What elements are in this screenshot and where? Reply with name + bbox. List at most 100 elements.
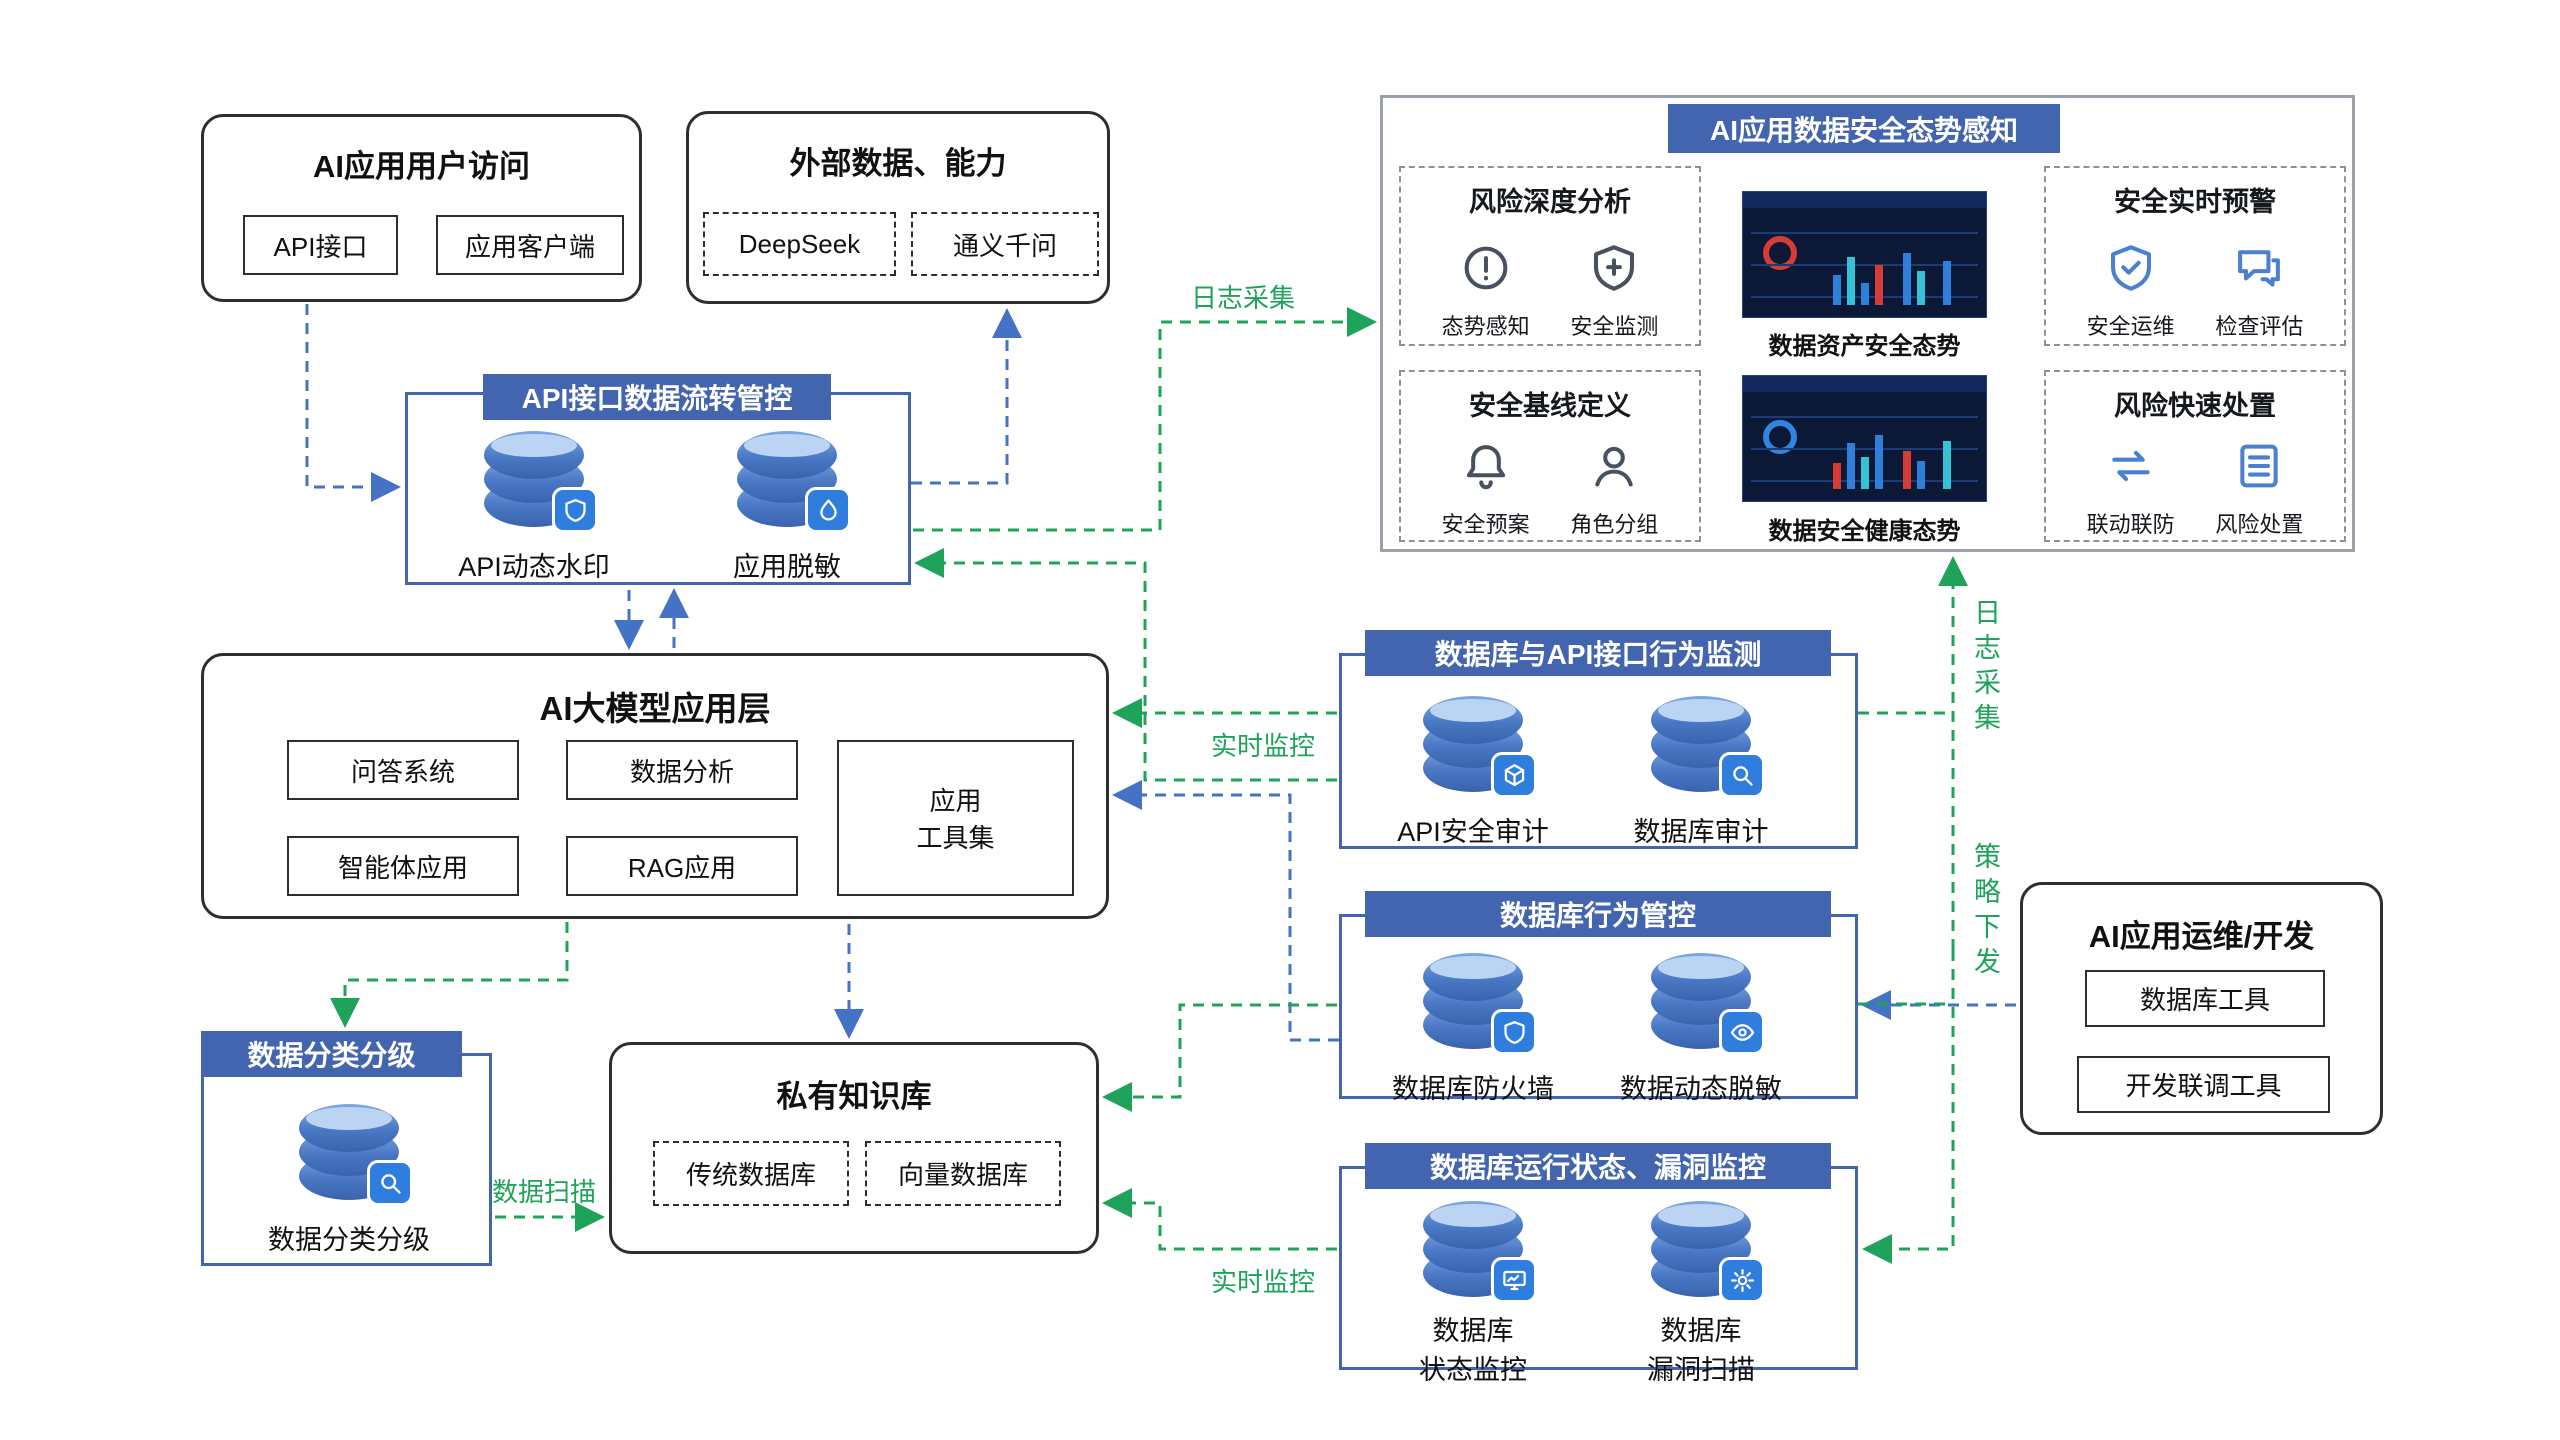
baseline-section: 安全基线定义 安全预案 角色分组 [1399, 370, 1701, 542]
external-data-title: 外部数据、能力 [789, 146, 1007, 181]
knowledge-base-box: 私有知识库 传统数据库 向量数据库 [609, 1042, 1099, 1254]
db-firewall-database-icon [1423, 953, 1537, 1055]
eye-badge-icon [1719, 1009, 1765, 1055]
check-assess-item: 检查评估 [2215, 241, 2303, 341]
security-monitoring-label: 安全监测 [1570, 314, 1659, 339]
knowledge-base-title: 私有知识库 [776, 1079, 932, 1114]
deepseek-item: DeepSeek [703, 212, 896, 276]
agent-app-item: 智能体应用 [287, 836, 519, 896]
realtime-monitor-label-1: 实时监控 [1210, 731, 1315, 761]
api-audit-database-icon [1423, 696, 1537, 798]
dashboard-image-2 [1742, 375, 1987, 502]
person-icon [1587, 439, 1641, 493]
db-audit-database-icon [1651, 696, 1765, 798]
classification-header: 数据分类分级 [201, 1031, 462, 1077]
classification-database-icon [299, 1104, 413, 1206]
app-masking-database-icon [737, 431, 851, 533]
classification-label: 数据分类分级 [268, 1225, 430, 1255]
bell-icon [1459, 439, 1513, 493]
db-control-header: 数据库行为管控 [1365, 891, 1831, 937]
alert-circle-icon [1459, 241, 1513, 295]
shield-plus-icon [1587, 241, 1641, 295]
vuln-scan-label: 数据库 漏洞扫描 [1647, 1316, 1755, 1385]
rag-app-item: RAG应用 [566, 836, 798, 896]
api-flow-control-box: API动态水印 应用脱敏 [405, 392, 911, 585]
shield-check-icon [2104, 241, 2158, 295]
shield-badge-icon [552, 487, 598, 533]
log-collect-top-label: 日志采集 [1190, 283, 1295, 313]
db-status-header: 数据库运行状态、漏洞监控 [1365, 1143, 1831, 1189]
api-flow-control-header: API接口数据流转管控 [483, 374, 831, 420]
chat-bubbles-icon [2232, 241, 2286, 295]
monitor-badge-icon [1491, 1257, 1537, 1303]
status-monitor-label: 数据库 状态监控 [1419, 1316, 1527, 1385]
security-ops-label: 安全运维 [2086, 314, 2175, 339]
security-posture-header: AI应用数据安全态势感知 [1668, 104, 2060, 153]
security-monitoring-item: 安全监测 [1570, 241, 1658, 341]
external-data-box: 外部数据、能力 DeepSeek 通义千问 [686, 111, 1110, 304]
risk-analysis-section: 风险深度分析 态势感知 安全监测 [1399, 166, 1701, 346]
db-audit-group: 数据库审计 [1596, 696, 1806, 849]
clipboard-grid-icon [2232, 439, 2286, 493]
data-scan-label: 数据扫描 [491, 1177, 596, 1207]
sync-arrows-icon [2104, 439, 2158, 493]
situation-awareness-item: 态势感知 [1442, 241, 1530, 341]
situation-awareness-label: 态势感知 [1441, 314, 1530, 339]
risk-disposal-section: 风险快速处置 联动联防 风险处置 [2044, 370, 2346, 542]
tongyi-qianwen-item: 通义千问 [911, 212, 1099, 276]
ops-dev-title: AI应用运维/开发 [2088, 919, 2315, 954]
security-posture-box: AI应用数据安全态势感知 风险深度分析 态势感知 安全监测 安全基线定义 安全预… [1380, 95, 2355, 552]
db-api-monitor-header: 数据库与API接口行为监测 [1365, 630, 1831, 676]
db-api-monitor-box: API安全审计 数据库审计 [1339, 653, 1858, 849]
db-control-box: 数据库防火墙 数据动态脱敏 [1339, 914, 1858, 1104]
dashboard-caption-2: 数据安全健康态势 [1768, 518, 1961, 545]
status-monitor-group: 数据库 状态监控 [1368, 1201, 1578, 1387]
api-audit-group: API安全审计 [1368, 696, 1578, 849]
vuln-scan-group: 数据库 漏洞扫描 [1596, 1201, 1806, 1387]
security-plan-item: 安全预案 [1442, 439, 1530, 539]
api-interface-item: API接口 [243, 215, 398, 275]
role-group-label: 角色分组 [1570, 512, 1659, 537]
ai-layer-title: AI大模型应用层 [539, 690, 771, 727]
realtime-monitor-label-2: 实时监控 [1210, 1267, 1315, 1297]
realtime-warning-section: 安全实时预警 安全运维 检查评估 [2044, 166, 2346, 346]
dynamic-masking-label: 数据动态脱敏 [1620, 1074, 1782, 1104]
risk-handle-label: 风险处置 [2215, 512, 2304, 537]
user-access-box: AI应用用户访问 API接口 应用客户端 [201, 114, 642, 302]
qa-system-item: 问答系统 [287, 740, 519, 800]
db-audit-label: 数据库审计 [1633, 817, 1769, 847]
dynamic-masking-group: 数据动态脱敏 [1596, 953, 1806, 1106]
security-plan-label: 安全预案 [1441, 512, 1530, 537]
classification-group: 数据分类分级 [249, 1104, 449, 1257]
traditional-db-item: 传统数据库 [653, 1141, 849, 1206]
app-masking-group: 应用脱敏 [687, 431, 887, 584]
data-analysis-item: 数据分析 [566, 740, 798, 800]
linkage-defense-label: 联动联防 [2086, 512, 2175, 537]
api-watermark-group: API动态水印 [434, 431, 634, 584]
vector-db-item: 向量数据库 [865, 1141, 1061, 1206]
ops-dev-box: AI应用运维/开发 数据库工具 开发联调工具 [2020, 882, 2383, 1135]
realtime-warning-title: 安全实时预警 [2114, 187, 2276, 217]
magnifier-badge-icon [1719, 752, 1765, 798]
api-watermark-label: API动态水印 [458, 552, 610, 582]
shield-badge-icon [1491, 1009, 1537, 1055]
policy-dispatch-label: 策略下发 [1970, 842, 2000, 982]
dashboard-image-1 [1742, 191, 1987, 318]
droplet-badge-icon [805, 487, 851, 533]
risk-analysis-title: 风险深度分析 [1469, 187, 1631, 217]
ai-layer-box: AI大模型应用层 问答系统 数据分析 智能体应用 RAG应用 应用 工具集 [201, 653, 1109, 919]
db-firewall-label: 数据库防火墙 [1392, 1074, 1554, 1104]
cube-badge-icon [1491, 752, 1537, 798]
api-watermark-database-icon [484, 431, 598, 533]
log-collect-right-label: 日志采集 [1970, 598, 2000, 738]
app-masking-label: 应用脱敏 [733, 552, 841, 582]
db-firewall-group: 数据库防火墙 [1368, 953, 1578, 1106]
api-audit-label: API安全审计 [1397, 817, 1549, 847]
baseline-title: 安全基线定义 [1469, 391, 1631, 421]
role-group-item: 角色分组 [1570, 439, 1658, 539]
classification-box: 数据分类分级 [201, 1053, 492, 1266]
app-client-item: 应用客户端 [436, 215, 624, 275]
risk-disposal-title: 风险快速处置 [2114, 391, 2276, 421]
status-monitor-database-icon [1423, 1201, 1537, 1303]
